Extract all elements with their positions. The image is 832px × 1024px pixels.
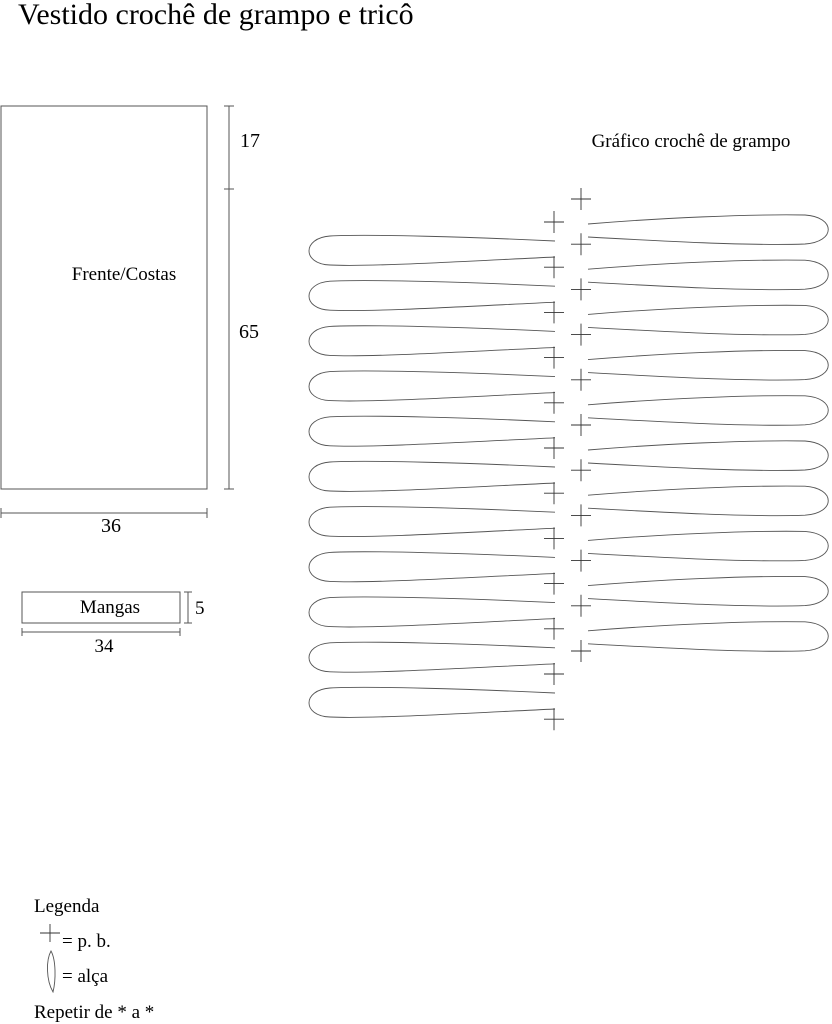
left-single-crochet-mark bbox=[544, 391, 564, 414]
single-crochet-icon bbox=[40, 924, 60, 942]
left-single-crochet-mark bbox=[544, 437, 564, 459]
right-loop bbox=[587, 214, 829, 245]
right-single-crochet-mark bbox=[571, 323, 591, 346]
legend-loop-text: = alça bbox=[62, 966, 109, 987]
right-single-crochet-mark bbox=[571, 188, 591, 210]
sleeves-width-label: 34 bbox=[95, 636, 115, 657]
left-single-crochet-mark bbox=[544, 617, 564, 640]
left-loop bbox=[308, 506, 556, 538]
front-back-panel bbox=[0, 105, 208, 490]
left-single-crochet-mark bbox=[544, 527, 564, 550]
legend-title: Legenda bbox=[34, 896, 100, 917]
right-single-crochet-mark bbox=[571, 368, 591, 391]
left-loop bbox=[308, 641, 556, 673]
front-back-label: Frente/Costas bbox=[72, 264, 177, 285]
left-single-crochet-mark bbox=[544, 708, 564, 731]
right-loop bbox=[587, 304, 829, 336]
sleeves-label: Mangas bbox=[80, 597, 140, 618]
left-loop bbox=[308, 596, 556, 628]
right-single-crochet-mark bbox=[571, 594, 591, 617]
sleeves-panel bbox=[21, 591, 181, 624]
left-loop bbox=[308, 280, 556, 312]
page-title: Vestido crochê de grampo e tricô bbox=[18, 0, 414, 31]
sleeves-height-dimension bbox=[184, 591, 192, 624]
left-single-crochet-mark bbox=[544, 211, 564, 233]
right-single-crochet-mark bbox=[571, 504, 591, 527]
right-loop bbox=[587, 350, 829, 381]
right-loop bbox=[587, 485, 829, 517]
left-loop bbox=[308, 370, 556, 402]
left-single-crochet-mark bbox=[544, 572, 564, 595]
legend-repeat-text: Repetir de * a * bbox=[34, 1002, 154, 1023]
left-loop bbox=[308, 551, 556, 583]
left-loop bbox=[308, 686, 556, 718]
right-single-crochet-mark bbox=[571, 459, 591, 482]
left-loop bbox=[308, 415, 556, 447]
lower-height-label: 65 bbox=[239, 321, 259, 343]
sleeves-width-dimension bbox=[21, 628, 181, 636]
right-loop bbox=[587, 530, 829, 562]
panel-width-label: 36 bbox=[101, 515, 121, 537]
hairpin-chart bbox=[308, 188, 829, 731]
right-loop bbox=[587, 440, 829, 471]
chart-title: Gráfico crochê de grampo bbox=[592, 131, 791, 152]
loop-icon bbox=[47, 950, 56, 994]
right-single-crochet-mark bbox=[571, 414, 591, 436]
right-loop bbox=[587, 395, 829, 426]
left-single-crochet-mark bbox=[544, 256, 564, 279]
panel-height-dimension bbox=[224, 105, 234, 490]
right-single-crochet-mark bbox=[571, 549, 591, 572]
left-loop bbox=[308, 325, 556, 357]
left-single-crochet-mark bbox=[544, 663, 564, 685]
right-single-crochet-mark bbox=[571, 278, 591, 301]
right-single-crochet-mark bbox=[571, 640, 591, 662]
right-single-crochet-mark bbox=[571, 233, 591, 256]
right-loop bbox=[587, 259, 829, 291]
upper-height-label: 17 bbox=[240, 130, 260, 152]
right-loop bbox=[587, 576, 829, 607]
legend-sc-text: = p. b. bbox=[62, 931, 111, 952]
left-single-crochet-mark bbox=[544, 346, 564, 369]
left-single-crochet-mark bbox=[544, 301, 564, 324]
left-loop bbox=[308, 460, 556, 492]
panel-width-dimension bbox=[0, 508, 208, 518]
left-loop bbox=[308, 234, 556, 266]
left-single-crochet-mark bbox=[544, 482, 564, 505]
sleeves-height-label: 5 bbox=[195, 598, 205, 619]
right-loop bbox=[587, 621, 829, 652]
